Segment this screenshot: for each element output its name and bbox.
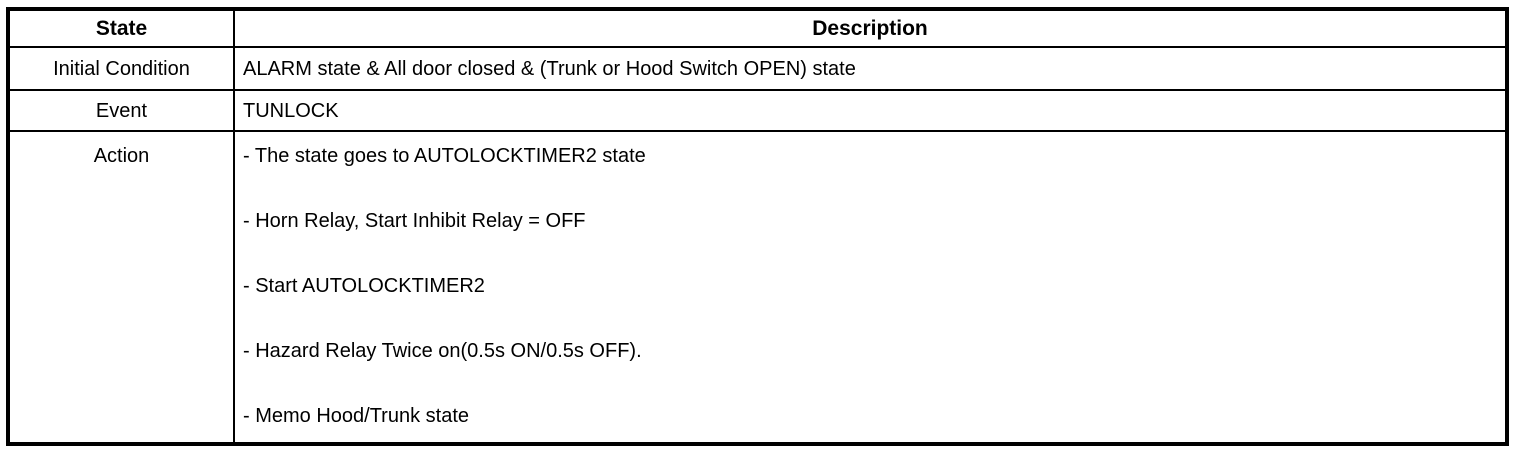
- table-header-row: State Description: [7, 8, 1508, 48]
- state-description-table: State Description Initial Condition ALAR…: [6, 7, 1509, 446]
- initial-condition-description: ALARM state & All door closed & (Trunk o…: [233, 46, 1508, 91]
- initial-condition-label: Initial Condition: [7, 46, 235, 91]
- event-description: TUNLOCK: [233, 89, 1508, 132]
- action-item: - The state goes to AUTOLOCKTIMER2 state: [243, 145, 646, 167]
- action-label: Action: [7, 130, 235, 445]
- action-item: - Horn Relay, Start Inhibit Relay = OFF: [243, 210, 586, 232]
- action-description: - The state goes to AUTOLOCKTIMER2 state…: [233, 130, 1508, 445]
- event-label: Event: [7, 89, 235, 132]
- action-item: - Start AUTOLOCKTIMER2: [243, 275, 485, 297]
- action-item: - Memo Hood/Trunk state: [243, 405, 470, 427]
- row-action: Action - The state goes to AUTOLOCKTIMER…: [7, 130, 1508, 445]
- row-initial-condition: Initial Condition ALARM state & All door…: [7, 46, 1508, 91]
- column-header-description: Description: [233, 8, 1508, 48]
- action-item: - Hazard Relay Twice on(0.5s ON/0.5s OFF…: [243, 340, 642, 362]
- row-event: Event TUNLOCK: [7, 89, 1508, 132]
- column-header-state: State: [7, 8, 235, 48]
